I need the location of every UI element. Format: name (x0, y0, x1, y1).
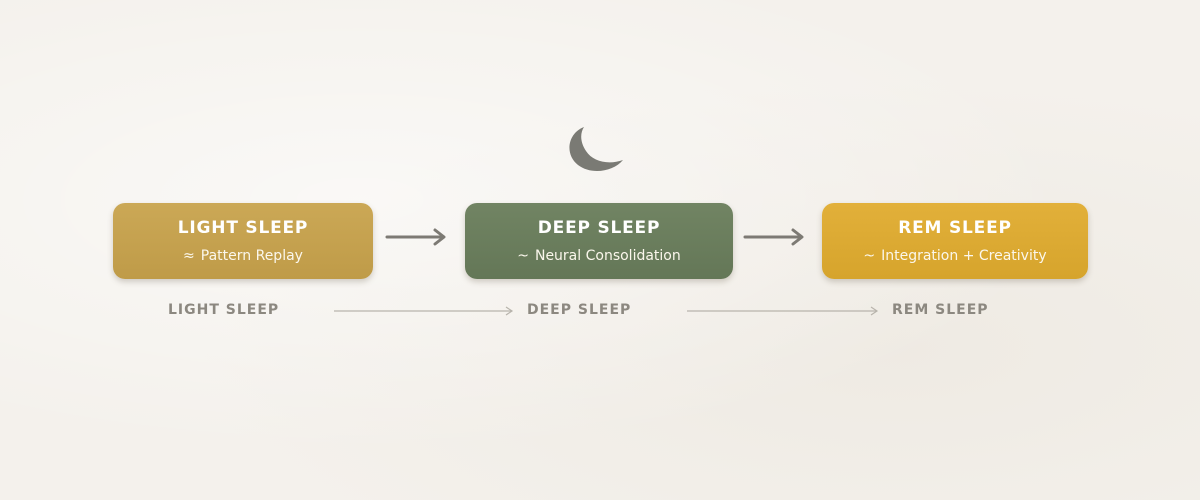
timeline-arrow-icon (334, 306, 514, 316)
arrow-right-icon (743, 228, 804, 246)
timeline-label-deep-sleep: DEEP SLEEP (527, 302, 632, 318)
timeline-label-rem-sleep: REM SLEEP (892, 302, 989, 318)
light-sleep-subtitle: Pattern Replay (200, 248, 303, 264)
tilde-icon: ~ (517, 248, 529, 264)
light-sleep-title: LIGHT SLEEP (177, 218, 309, 238)
rem-sleep-stage: REM SLEEP ~ Integration + Creativity (822, 203, 1088, 279)
deep-sleep-subtitle-row: ~ Neural Consolidation (517, 247, 681, 265)
rem-sleep-subtitle: Integration + Creativity (881, 248, 1047, 264)
moon-icon (569, 127, 623, 172)
rem-sleep-subtitle-row: ~ Integration + Creativity (863, 247, 1046, 265)
deep-sleep-subtitle: Neural Consolidation (534, 248, 681, 264)
light-sleep-subtitle-row: ≈ Pattern Replay (183, 247, 303, 265)
arrow-right-icon (385, 228, 446, 246)
rem-sleep-title: REM SLEEP (898, 218, 1012, 238)
wave-icon: ≈ (183, 248, 195, 264)
deep-sleep-stage: DEEP SLEEP ~ Neural Consolidation (465, 203, 733, 279)
timeline-label-light-sleep: LIGHT SLEEP (168, 302, 280, 318)
deep-sleep-title: DEEP SLEEP (537, 218, 661, 238)
timeline-arrow-icon (687, 306, 879, 316)
light-sleep-stage: LIGHT SLEEP ≈ Pattern Replay (113, 203, 373, 279)
tilde-icon: ~ (863, 248, 876, 264)
